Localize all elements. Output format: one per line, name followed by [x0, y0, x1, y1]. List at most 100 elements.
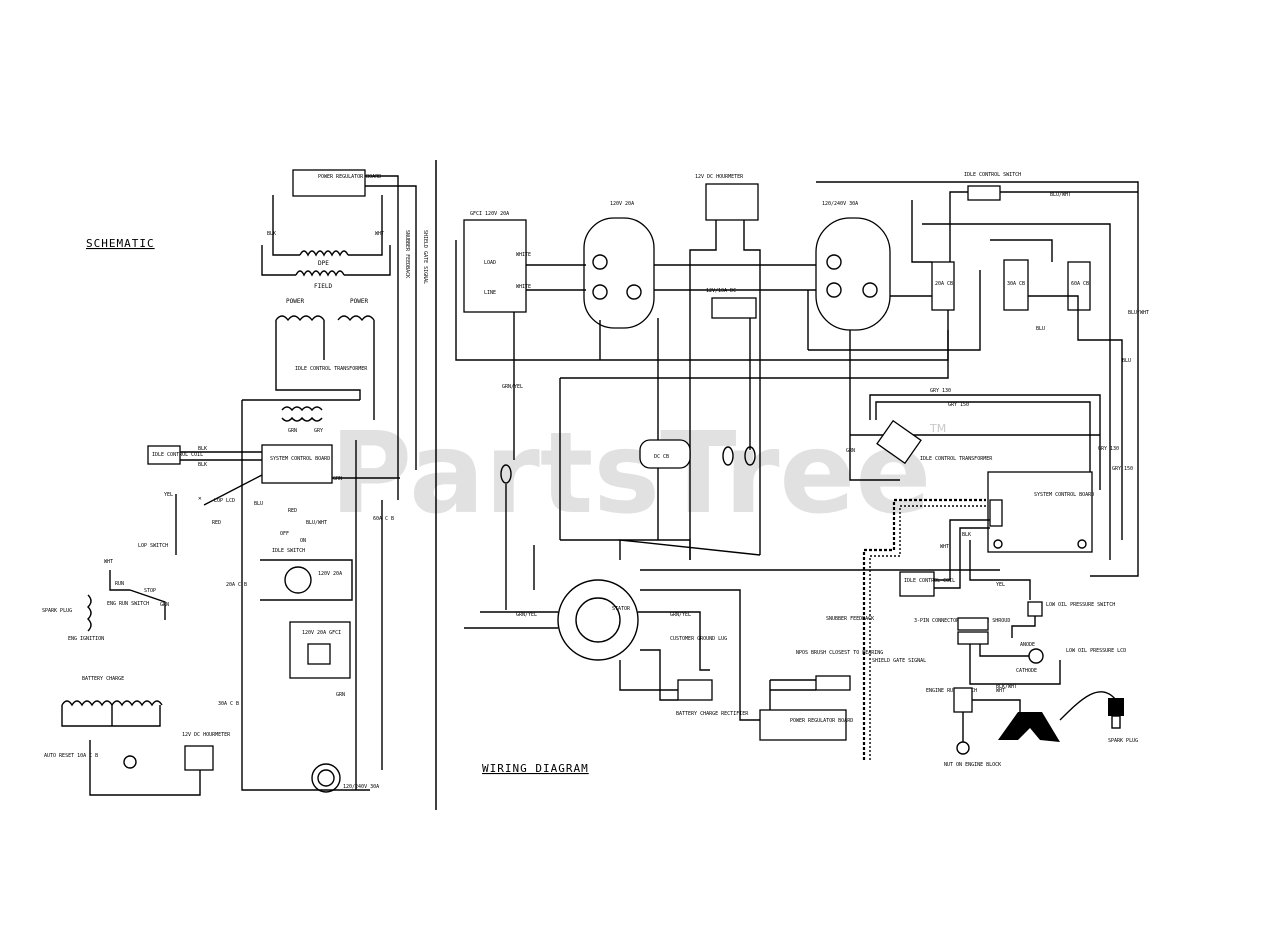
spark-plug-lead: [1059, 691, 1117, 721]
wire: [969, 540, 1031, 600]
battery-charge-winding: [61, 700, 163, 707]
hourmeter: [184, 745, 214, 771]
wire: [89, 740, 201, 796]
blu-wiring-label: BLU: [1036, 326, 1045, 332]
dc-cb-label: DC CB: [654, 454, 669, 460]
wire: [911, 200, 932, 263]
red-label: RED: [212, 520, 221, 526]
twistlock-30a: [815, 217, 891, 331]
gfci-receptacle: [307, 643, 331, 665]
wire-label: GRY: [314, 428, 323, 434]
breaker-20a: [931, 261, 955, 311]
connector-3pin-mate: [957, 631, 989, 645]
wire: [743, 220, 761, 555]
fuse-holder: [722, 446, 734, 466]
auto-reset-label: AUTO RESET 10A C B: [44, 753, 98, 759]
idle-control-transformer-wiring: [876, 419, 922, 465]
system-control-board-wiring-label: SYSTEM CONTROL BOARD: [1034, 492, 1094, 498]
wire: [1011, 616, 1036, 638]
wire-label: RED: [288, 508, 297, 514]
wire: [934, 519, 990, 581]
wire: [348, 195, 383, 256]
grn-wiring-label: GRN: [846, 448, 855, 454]
system-control-board: [261, 444, 333, 484]
gfci-receptacle-wiring: [463, 219, 527, 313]
wire: [922, 223, 1111, 560]
watermark-text: PartsTree: [330, 409, 931, 539]
snubber-feedback-label: SNUBBER FEEDBACK: [404, 230, 410, 278]
wire: [949, 191, 968, 262]
grn-label: GRN: [333, 476, 342, 482]
wire: [869, 394, 1101, 490]
power-right-label: POWER: [350, 298, 368, 305]
low-oil-pressure-switch-label: LOW OIL PRESSURE SWITCH: [1046, 602, 1115, 608]
wire: [261, 245, 296, 276]
fuse-holder: [500, 464, 512, 484]
blk-label-1: BLK: [198, 446, 207, 452]
watermark: PartsTree TM: [330, 409, 946, 539]
shield-cable: [869, 505, 986, 760]
lop-lcd-label: LOP LCD: [214, 498, 235, 504]
line-label: LINE: [484, 290, 496, 296]
system-control-board-label: SYSTEM CONTROL BOARD: [270, 456, 330, 462]
main-bus-left: [241, 400, 370, 791]
wire-label: WHT: [375, 231, 384, 237]
wire: [979, 644, 1029, 657]
cathode-label: CATHODE: [1016, 668, 1037, 674]
wire: [969, 644, 1061, 685]
ignition-coil-wiring: [998, 712, 1060, 742]
transformer-coil: [281, 416, 323, 422]
wire: [109, 570, 130, 591]
blk-wht-wiring-label: BLK/WHT: [996, 684, 1017, 690]
wire: [638, 611, 710, 671]
brush-note-label: NPOS BRUSH CLOSEST TO BEARING: [796, 650, 883, 656]
idle-control-switch: [967, 185, 1001, 201]
cb-30a-wiring-label: 30A CB: [1007, 281, 1025, 287]
hourmeter-wiring: [705, 183, 759, 221]
schematic-title: SCHEMATIC: [86, 237, 155, 250]
lop-lcd-symbol: ✕: [198, 495, 202, 502]
wire: [61, 705, 161, 727]
fuse-holder: [744, 446, 756, 466]
power-regulator-board-label: POWER REGULATOR BOARD: [318, 174, 381, 180]
wire: [808, 270, 981, 351]
wire: [1028, 295, 1123, 540]
field-winding: [295, 270, 345, 277]
grn-label-2: GRN: [160, 602, 169, 608]
wht-wiring-label-2: WHT: [996, 688, 1005, 694]
wire: [640, 649, 678, 701]
load-label: LOAD: [484, 260, 496, 266]
engine-block-nut: [956, 741, 970, 755]
dc-cb: [639, 439, 691, 469]
shield-line: [365, 185, 417, 470]
wire: [849, 330, 900, 481]
run-label: RUN: [115, 581, 124, 587]
hourmeter-wiring-label: 12V DC HOURMETER: [695, 174, 744, 180]
grn-yel-wiring-label-3: GRN/YEL: [670, 612, 691, 618]
snubber-feedback-wiring-label: SNUBBER FEEDBACK: [826, 616, 874, 622]
wht-label: WHT: [104, 559, 113, 565]
duplex-20a: [583, 217, 655, 329]
power-regulator-board-wiring: [759, 709, 847, 741]
spark-plug-wiring-label: SPARK PLUG: [1108, 738, 1138, 744]
cb-12v-10a-label: 12V/10A DC: [706, 288, 736, 294]
r120v-20a-wiring-label: 120V 20A: [610, 201, 634, 207]
off-label: OFF: [280, 531, 289, 537]
gry-150b-label: GRY 150: [1112, 466, 1133, 472]
dpe-label: DPE: [318, 260, 329, 267]
customer-ground-lug-label: CUSTOMER GROUND LUG: [670, 636, 727, 642]
wire-label: GRN: [288, 428, 297, 434]
power-regulator-board: [292, 169, 366, 197]
wire: [689, 220, 717, 560]
battery-charge-rectifier-label: BATTERY CHARGE RECTIFIER: [676, 711, 749, 717]
r120-240-label: 120/240V 30A: [343, 784, 379, 790]
idle-control-coil-wiring-label: IDLE CONTROL COIL: [904, 578, 955, 584]
low-oil-pressure-switch: [1027, 601, 1043, 617]
r120v-20a-label: 120V 20A: [318, 571, 342, 577]
wire: [129, 589, 166, 620]
breaker-30a: [1003, 259, 1029, 311]
transformer-coil: [281, 406, 323, 412]
snubber-cable: [862, 498, 986, 760]
watermark-tm: TM: [929, 422, 946, 435]
wire: [275, 320, 361, 400]
